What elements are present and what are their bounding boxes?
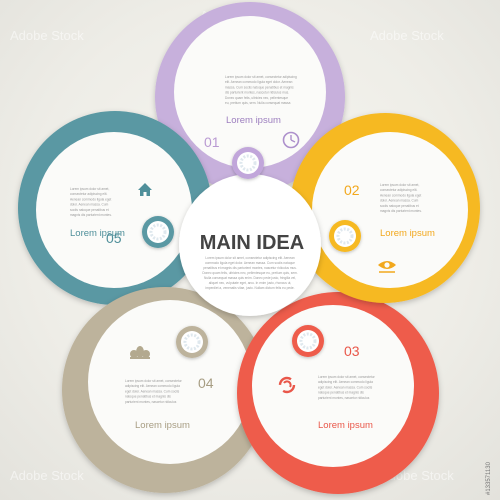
segment-03: Lorem ipsum dolor sit amet, consectetura…	[237, 292, 439, 494]
segment-05-text-line: magnis dis parturient montes.	[70, 213, 112, 217]
connector-03	[292, 325, 324, 357]
segment-04-text-line: eget dolor. Aenean massa. Cum sociis	[125, 389, 180, 393]
segment-05-text-line: Lorem ipsum dolor sit amet,	[70, 187, 109, 191]
segment-05-text-line: dolor. Aenean massa. Cum	[70, 203, 109, 207]
segment-02-text-line: Aenean commodo ligula eget	[380, 193, 421, 197]
home-icon	[138, 183, 152, 196]
segment-03-text-line: eget dolor. Aenean massa. Cum sociis	[318, 385, 373, 389]
main-idea-circle	[179, 174, 321, 316]
segment-03-panel	[252, 305, 414, 467]
segment-01: Lorem ipsum dolor sit amet, consectetur …	[155, 2, 345, 192]
svg-text:#133571130: #133571130	[486, 461, 492, 495]
segment-02-text-line: magnis dis parturient montes.	[380, 209, 422, 213]
main-idea-text-line: commodo ligula eget dolor. Aenean massa.…	[205, 261, 295, 265]
segment-01-title: Lorem ipsum	[226, 115, 281, 126]
segment-04-panel	[88, 300, 252, 464]
segment-01-text-line: eu, pretium quis, sem. Nulla consequat m…	[225, 101, 291, 105]
segment-01-panel	[174, 16, 326, 168]
segment-03-text-line: natoque penatibus et magnis dis	[318, 391, 364, 395]
main-idea-text-line: Nulla consequat massa quis enim. Donec p…	[204, 276, 296, 280]
segment-05-text-line: sociis natoque penatibus et	[70, 208, 109, 212]
stock-id: #133571130	[486, 461, 492, 495]
eye-icon	[378, 261, 396, 273]
segment-04-number: 04	[198, 375, 214, 391]
segment-02-text-line: consectetur adipiscing elit.	[380, 188, 417, 192]
segment-04-text: Lorem ipsum dolor sit amet, consectetura…	[125, 379, 183, 404]
segment-02-number: 02	[344, 182, 360, 198]
connector-04	[176, 326, 208, 358]
segment-03-text-line: adipiscing elit. Aenean commodo ligula	[318, 380, 373, 384]
segment-04-text-line: Lorem ipsum dolor sit amet, consectetur	[125, 379, 183, 383]
clock-icon	[282, 131, 300, 149]
segment-03-text: Lorem ipsum dolor sit amet, consectetura…	[318, 375, 376, 400]
segment-04-text-line: parturient montes, nascetur ridiculus	[125, 400, 177, 404]
main-idea-text-line: Donec quam felis, ultricies nec, pellent…	[202, 271, 297, 275]
segment-05-text-line: Aenean commodo ligula eget	[70, 197, 111, 201]
svg-text:Adobe Stock: Adobe Stock	[370, 28, 444, 43]
swirl-icon	[278, 376, 296, 394]
segment-03-number: 03	[344, 343, 360, 359]
segment-04-title: Lorem ipsum	[135, 420, 190, 431]
connector-01	[232, 147, 264, 179]
segment-03-text-line: Lorem ipsum dolor sit amet, consectetur	[318, 375, 376, 379]
main-idea-text-line: Lorem ipsum dolor sit amet, consectetur …	[205, 256, 295, 260]
segment-05-number: 05	[106, 230, 122, 246]
main-idea-text-line: penatibus et magnis dis parturient monte…	[203, 266, 297, 270]
segment-04-text-line: natoque penatibus et magnis dis	[125, 395, 171, 399]
segment-04: Lorem ipsum dolor sit amet, consectetura…	[62, 287, 268, 493]
svg-text:Adobe Stock: Adobe Stock	[10, 28, 84, 43]
segment-02-text-line: Lorem ipsum dolor sit amet,	[380, 183, 419, 187]
segment-02: Lorem ipsum dolor sit amet,consectetur a…	[290, 113, 480, 303]
segment-01-text-line: dis parturient montes, nascetur ridiculu…	[225, 91, 289, 95]
svg-text:Adobe Stock: Adobe Stock	[10, 468, 84, 483]
segment-03-text-line: parturient montes, nascetur ridiculus	[318, 396, 370, 400]
segment-01-number: 01	[204, 134, 220, 150]
segment-02-text: Lorem ipsum dolor sit amet,consectetur a…	[380, 183, 422, 213]
segment-02-text-line: sociis natoque penatibus et	[380, 204, 419, 208]
segment-02-text-line: dolor. Aenean massa. Cum	[380, 199, 419, 203]
segment-02-title: Lorem ipsum	[380, 228, 435, 239]
main-idea-text: Lorem ipsum dolor sit amet, consectetur …	[202, 256, 297, 290]
main-idea-text-line: imperdiet a, venenatis vitae, justo. Nul…	[205, 286, 294, 290]
connector-02	[329, 220, 361, 252]
segment-05: Lorem ipsum dolor sit amet,consectetur a…	[18, 111, 212, 305]
segment-05-text-line: consectetur adipiscing elit.	[70, 192, 107, 196]
segment-03-title: Lorem ipsum	[318, 420, 373, 431]
segment-01-text: Lorem ipsum dolor sit amet, consectetur …	[225, 75, 297, 105]
segment-05-panel	[36, 132, 192, 288]
segment-05-text: Lorem ipsum dolor sit amet,consectetur a…	[70, 187, 112, 217]
segment-05-title: Lorem ipsum	[70, 228, 125, 239]
main-idea-title: MAIN IDEA	[200, 232, 304, 254]
main-idea-text-line: aliquet nec, vulputate eget, arcu. In en…	[209, 281, 292, 285]
segment-01-text-line: massa. Cum sociis natoque penatibus et m…	[225, 85, 294, 89]
segment-04-text-line: adipiscing elit. Aenean commodo ligula	[125, 384, 180, 388]
segment-01-text-line: elit. Aenean commodo ligula eget dolor. …	[225, 80, 293, 84]
segment-01-text-line: Lorem ipsum dolor sit amet, consectetur …	[225, 75, 297, 79]
segment-01-text-line: Donec quam felis, ultricies nec, pellent…	[225, 96, 288, 100]
connector-05	[142, 216, 174, 248]
lotus-icon	[130, 346, 150, 359]
main-idea: MAIN IDEA Lorem ipsum dolor sit amet, co…	[179, 174, 321, 316]
